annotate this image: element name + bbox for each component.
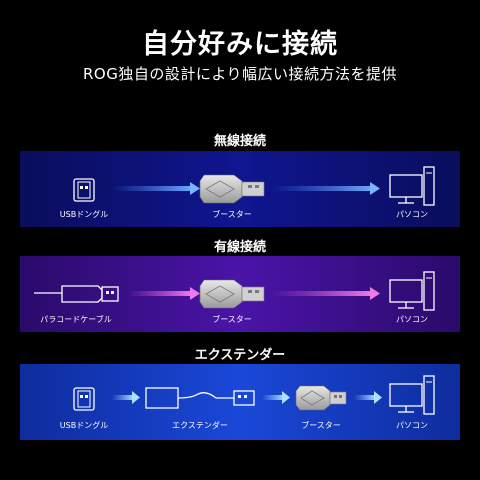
panel-wired: パラコードケーブル ブースター パソコン bbox=[20, 256, 460, 332]
arrow-icon bbox=[128, 287, 200, 300]
arrow-icon bbox=[112, 182, 200, 195]
pc-icon bbox=[389, 166, 435, 206]
paracord-cable-icon bbox=[34, 285, 119, 303]
arrow-icon bbox=[272, 287, 380, 300]
page-title: 自分好みに接続 bbox=[142, 29, 338, 60]
panel-extender: USBドングル エクステンダー ブースター パソコン bbox=[20, 364, 460, 440]
label-usb-dongle: USBドングル bbox=[59, 421, 109, 430]
pc-icon bbox=[389, 375, 435, 415]
label-extender: エクステンダー bbox=[172, 421, 228, 430]
usb-dongle-icon bbox=[73, 178, 95, 202]
label-paracord-cable: パラコードケーブル bbox=[40, 315, 112, 324]
label-booster: ブースター bbox=[212, 315, 252, 324]
label-pc: パソコン bbox=[396, 210, 428, 219]
label-usb-dongle: USBドングル bbox=[59, 210, 109, 219]
arrow-icon bbox=[272, 182, 380, 195]
booster-icon bbox=[199, 279, 265, 309]
label-booster: ブースター bbox=[212, 210, 252, 219]
section-title-wired: 有線接続 bbox=[213, 240, 266, 255]
arrow-icon bbox=[354, 391, 382, 404]
arrow-icon bbox=[262, 391, 290, 404]
section-title-extender: エクステンダー bbox=[194, 348, 286, 363]
extender-icon bbox=[145, 387, 255, 409]
booster-icon bbox=[199, 174, 265, 204]
usb-dongle-icon bbox=[73, 387, 95, 411]
panel-wireless: USBドングル ブースター パソコン bbox=[20, 151, 460, 227]
pc-icon bbox=[389, 271, 435, 311]
label-pc: パソコン bbox=[396, 315, 428, 324]
booster-icon bbox=[295, 385, 347, 411]
section-title-wireless: 無線接続 bbox=[213, 134, 266, 149]
label-booster: ブースター bbox=[301, 421, 341, 430]
label-pc: パソコン bbox=[396, 421, 428, 430]
arrow-icon bbox=[112, 391, 140, 404]
page-subtitle: ROG独自の設計により幅広い接続方法を提供 bbox=[82, 65, 398, 83]
